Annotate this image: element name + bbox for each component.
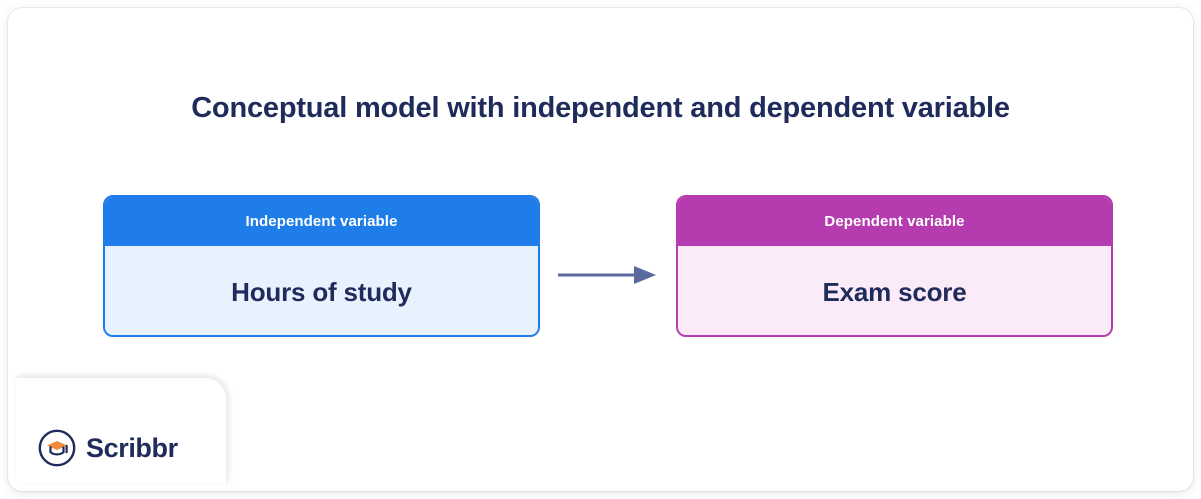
scribbr-logo: Scribbr <box>38 429 178 467</box>
dependent-variable-header: Dependent variable <box>678 197 1111 246</box>
arrow-right-icon <box>556 260 662 290</box>
independent-variable-value: Hours of study <box>105 246 538 335</box>
diagram-card: Conceptual model with independent and de… <box>8 8 1193 491</box>
dependent-variable-box: Dependent variable Exam score <box>676 195 1113 337</box>
independent-variable-header: Independent variable <box>105 197 538 246</box>
dependent-variable-value: Exam score <box>678 246 1111 335</box>
scribbr-graduation-cap-icon <box>38 429 76 467</box>
scribbr-logo-text: Scribbr <box>86 432 178 463</box>
page-title: Conceptual model with independent and de… <box>191 92 1010 124</box>
independent-variable-box: Independent variable Hours of study <box>103 195 540 337</box>
